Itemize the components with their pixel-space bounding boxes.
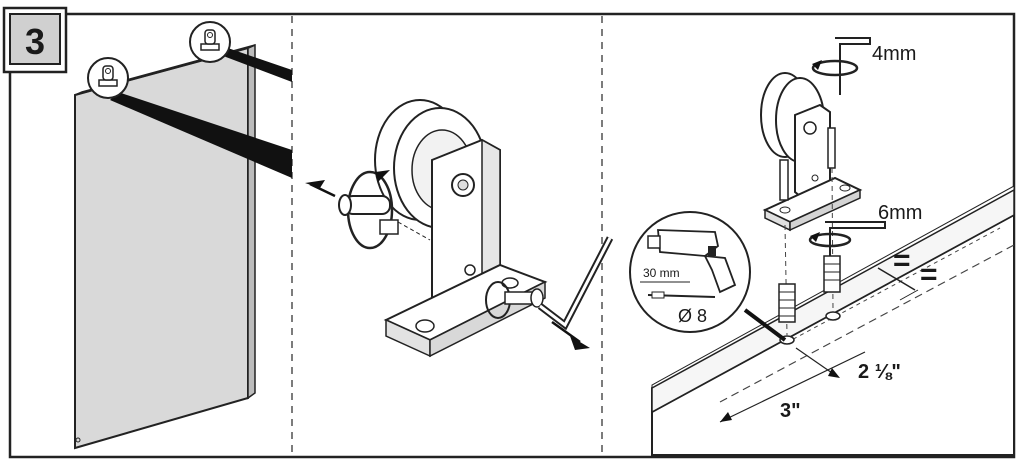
axle-bolt <box>305 170 431 250</box>
drill-diameter-label: Ø 8 <box>678 306 707 326</box>
spacing-equal-left: = <box>893 244 911 277</box>
drill-icon <box>647 229 737 294</box>
left-hanger-callout <box>87 57 129 99</box>
hex-key-4mm-label: 4mm <box>872 43 916 65</box>
drill-depth-label: 30 mm <box>643 266 680 280</box>
door-illustration <box>74 43 292 450</box>
roller-assembly <box>760 72 863 336</box>
spacing-marker <box>877 267 919 301</box>
door-top-slab <box>651 185 1015 456</box>
step-number: 3 <box>25 21 45 62</box>
hex-key-6mm-label: 6mm <box>878 202 922 224</box>
drill-callout <box>629 211 787 342</box>
hanger-roller-detail <box>374 99 548 358</box>
wall-anchor-left <box>778 283 796 323</box>
wall-anchor-right <box>823 255 841 293</box>
spacing-equal-right: = <box>920 258 938 291</box>
offset-edge-label: 2 ⅛" <box>858 361 901 383</box>
hex-key-4mm-icon <box>811 37 871 95</box>
hex-key-6mm-icon <box>808 221 886 262</box>
right-hanger-callout <box>189 21 231 63</box>
offset-top-label: 3" <box>780 400 801 422</box>
step-badge: 3 <box>2 6 68 74</box>
drill-bit-icon <box>647 291 716 299</box>
hex-key-and-set-screw <box>485 236 614 350</box>
dimension-lines <box>719 347 866 423</box>
